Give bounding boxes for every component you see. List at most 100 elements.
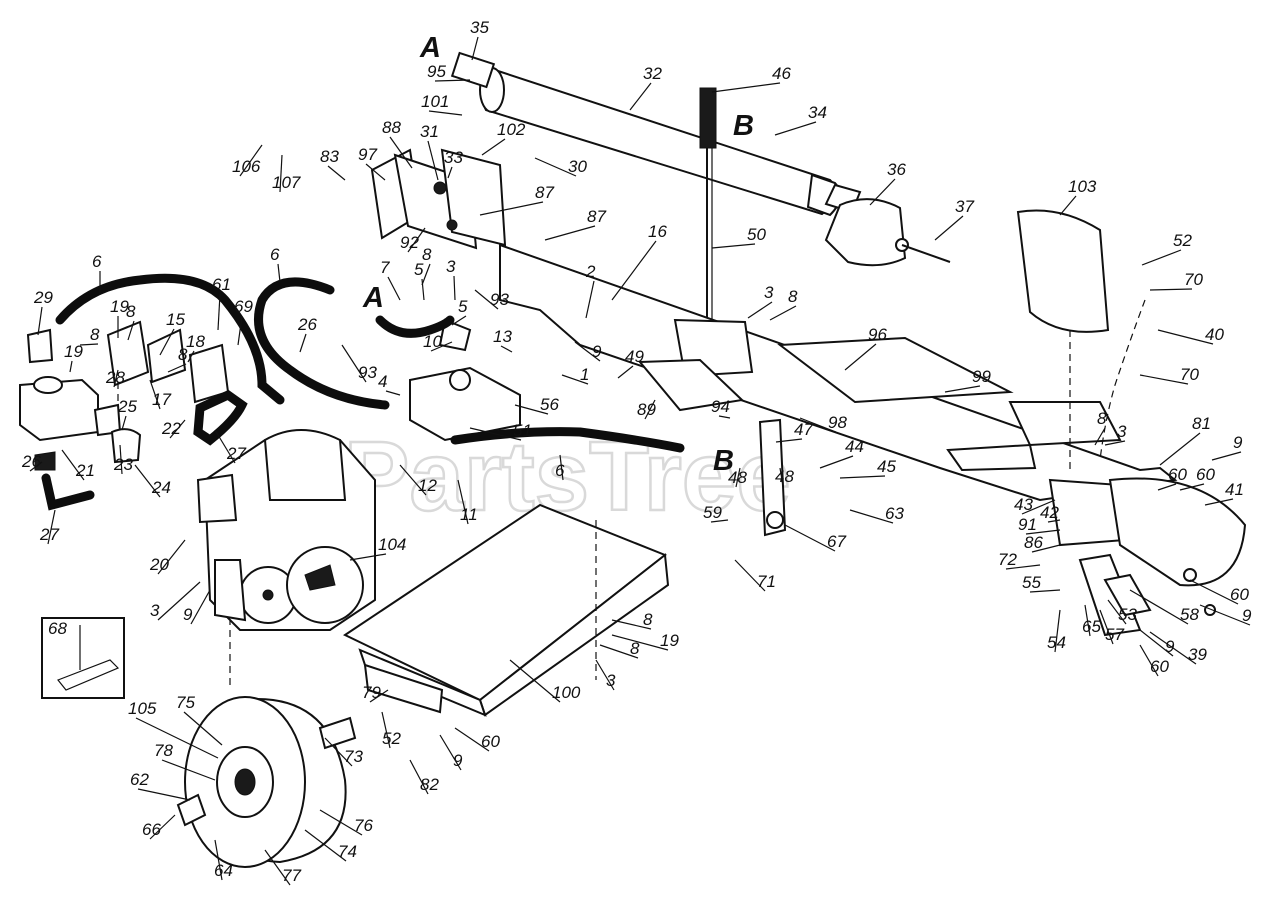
part-number-15[interactable]: 15 [166,310,185,329]
part-number-27[interactable]: 27 [226,444,246,463]
part-number-70[interactable]: 70 [1180,365,1199,384]
part-number-8[interactable]: 8 [643,610,653,629]
part-number-1[interactable]: 1 [580,365,589,384]
part-number-99[interactable]: 99 [972,367,991,386]
part-number-69[interactable]: 69 [234,297,253,316]
part-number-50[interactable]: 50 [747,225,766,244]
part-number-19[interactable]: 19 [64,342,83,361]
part-number-8[interactable]: 8 [90,325,100,344]
part-number-46[interactable]: 46 [772,64,791,83]
part-number-3[interactable]: 3 [150,601,160,620]
part-number-63[interactable]: 63 [885,504,904,523]
part-number-6[interactable]: 6 [555,461,565,480]
part-number-3[interactable]: 3 [764,283,774,302]
part-number-93[interactable]: 93 [490,290,509,309]
part-number-58[interactable]: 58 [1180,605,1199,624]
part-number-5[interactable]: 5 [458,297,468,316]
part-number-8[interactable]: 8 [1097,409,1107,428]
part-number-39[interactable]: 39 [1188,645,1207,664]
part-number-9[interactable]: 9 [1242,606,1252,625]
part-number-75[interactable]: 75 [176,693,195,712]
part-number-98[interactable]: 98 [828,413,847,432]
part-number-19[interactable]: 19 [660,631,679,650]
part-number-106[interactable]: 106 [232,157,261,176]
part-number-107[interactable]: 107 [272,173,301,192]
part-number-47[interactable]: 47 [794,420,813,439]
part-number-101[interactable]: 101 [421,92,449,111]
part-number-11[interactable]: 11 [460,505,478,524]
part-number-92[interactable]: 92 [400,233,419,252]
part-number-97[interactable]: 97 [358,145,377,164]
part-number-18[interactable]: 18 [186,332,205,351]
part-number-87[interactable]: 87 [535,183,554,202]
part-number-60[interactable]: 60 [1196,465,1215,484]
part-number-13[interactable]: 13 [493,327,512,346]
part-number-9[interactable]: 9 [453,751,463,770]
part-number-3[interactable]: 3 [446,257,456,276]
part-number-35[interactable]: 35 [470,18,489,37]
part-number-25[interactable]: 25 [117,397,137,416]
part-number-87[interactable]: 87 [587,207,606,226]
part-number-82[interactable]: 82 [420,775,439,794]
part-number-72[interactable]: 72 [998,550,1017,569]
part-number-32[interactable]: 32 [643,64,662,83]
part-number-17[interactable]: 17 [152,390,171,409]
part-number-93[interactable]: 93 [358,363,377,382]
part-number-60[interactable]: 60 [1230,585,1249,604]
part-number-91[interactable]: 91 [1018,515,1037,534]
part-number-8[interactable]: 8 [178,345,188,364]
part-number-10[interactable]: 10 [423,332,442,351]
part-number-96[interactable]: 96 [868,325,887,344]
part-number-16[interactable]: 16 [648,222,667,241]
part-number-77[interactable]: 77 [282,866,301,885]
part-number-76[interactable]: 76 [354,816,373,835]
part-number-8[interactable]: 8 [422,245,432,264]
part-number-67[interactable]: 67 [827,532,846,551]
part-number-104[interactable]: 104 [378,535,406,554]
part-number-51[interactable]: 51 [513,421,532,440]
part-number-60[interactable]: 60 [1168,465,1187,484]
part-number-26[interactable]: 26 [21,452,41,471]
part-number-88[interactable]: 88 [382,118,401,137]
part-number-22[interactable]: 22 [161,419,181,438]
part-number-105[interactable]: 105 [128,699,157,718]
part-number-4[interactable]: 4 [378,372,387,391]
part-number-36[interactable]: 36 [887,160,906,179]
part-number-19[interactable]: 19 [110,297,129,316]
part-number-48[interactable]: 48 [775,467,794,486]
part-number-52[interactable]: 52 [1173,231,1192,250]
part-number-64[interactable]: 64 [214,861,233,880]
part-number-79[interactable]: 79 [362,683,381,702]
part-number-70[interactable]: 70 [1184,270,1203,289]
part-number-3[interactable]: 3 [1117,422,1127,441]
part-number-9[interactable]: 9 [1233,433,1243,452]
part-number-73[interactable]: 73 [344,747,363,766]
part-number-6[interactable]: 6 [270,245,280,264]
part-number-28[interactable]: 28 [105,368,125,387]
part-number-2[interactable]: 2 [585,262,596,281]
part-number-65[interactable]: 65 [1082,617,1101,636]
part-number-31[interactable]: 31 [420,122,439,141]
part-number-49[interactable]: 49 [625,347,644,366]
part-number-45[interactable]: 45 [877,457,896,476]
part-number-33[interactable]: 33 [444,148,463,167]
part-number-78[interactable]: 78 [154,741,173,760]
part-number-29[interactable]: 29 [33,288,53,307]
part-number-57[interactable]: 57 [1105,625,1124,644]
part-number-27[interactable]: 27 [39,525,59,544]
part-number-37[interactable]: 37 [955,197,974,216]
part-number-12[interactable]: 12 [418,476,437,495]
part-number-102[interactable]: 102 [497,120,526,139]
part-number-44[interactable]: 44 [845,437,864,456]
part-number-59[interactable]: 59 [703,503,722,522]
part-number-24[interactable]: 24 [151,478,171,497]
part-number-34[interactable]: 34 [808,103,827,122]
part-number-81[interactable]: 81 [1192,414,1211,433]
part-number-95[interactable]: 95 [427,62,446,81]
part-number-7[interactable]: 7 [380,258,390,277]
part-number-8[interactable]: 8 [630,639,640,658]
part-number-56[interactable]: 56 [540,395,559,414]
part-number-21[interactable]: 21 [75,461,95,480]
part-number-26[interactable]: 26 [297,315,317,334]
part-number-83[interactable]: 83 [320,147,339,166]
